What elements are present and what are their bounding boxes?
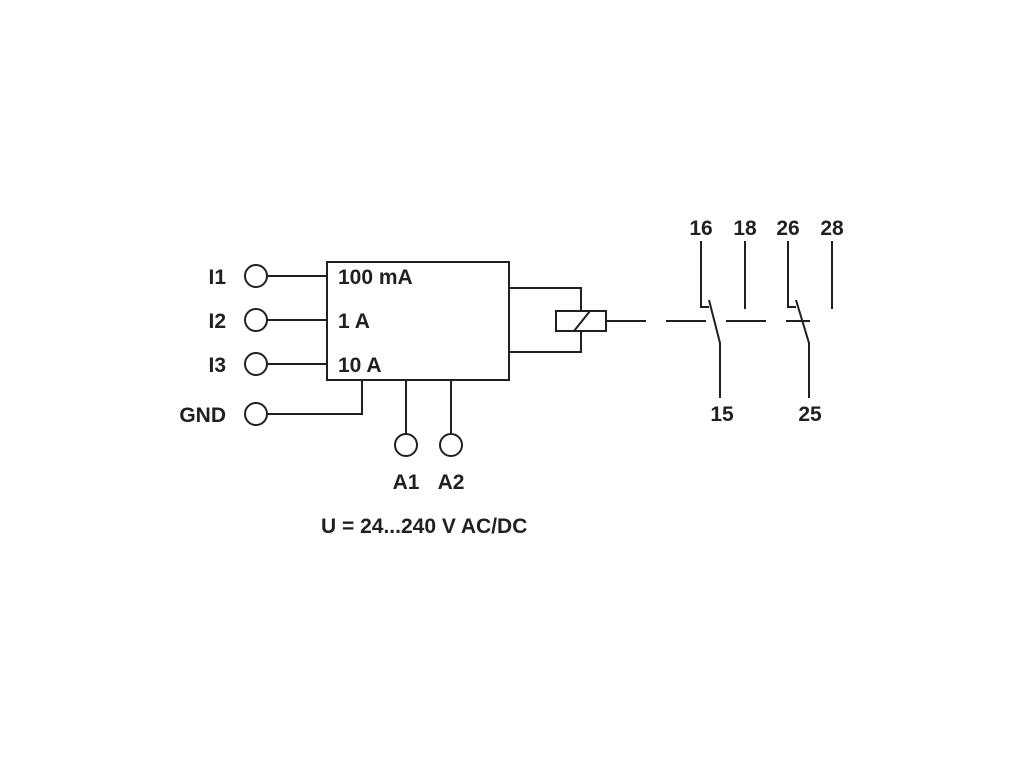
contact-15-wire xyxy=(708,299,721,398)
contact-label-15: 15 xyxy=(710,403,734,426)
relay-coil-slash xyxy=(573,310,591,332)
range-label-1a: 1 A xyxy=(338,310,370,333)
contact-label-26: 26 xyxy=(776,217,799,240)
terminal-i1 xyxy=(244,264,268,288)
input-label-i2: I2 xyxy=(208,310,226,333)
supply-label-a1: A1 xyxy=(393,471,420,494)
range-label-10a: 10 A xyxy=(338,354,382,377)
wire-gnd xyxy=(267,380,363,415)
terminal-i2 xyxy=(244,308,268,332)
input-label-gnd: GND xyxy=(179,404,226,427)
terminal-a1 xyxy=(394,433,418,457)
measuring-module xyxy=(326,261,510,381)
input-label-i3: I3 xyxy=(208,354,226,377)
contact-label-16: 16 xyxy=(689,217,712,240)
supply-label-a2: A2 xyxy=(438,471,465,494)
coil-wire-top xyxy=(509,287,582,311)
contact-16-wire xyxy=(700,241,709,308)
coil-wire-bottom xyxy=(509,331,582,353)
contact-26-wire xyxy=(787,241,796,308)
contact-label-25: 25 xyxy=(798,403,822,426)
terminal-gnd xyxy=(244,402,268,426)
contact-label-28: 28 xyxy=(820,217,844,240)
range-label-100ma: 100 mA xyxy=(338,266,413,289)
terminal-a2 xyxy=(439,433,463,457)
supply-voltage-label: U = 24...240 V AC/DC xyxy=(321,515,527,538)
contact-label-18: 18 xyxy=(733,217,757,240)
input-label-i1: I1 xyxy=(208,266,226,289)
terminal-i3 xyxy=(244,352,268,376)
contact-25-wire xyxy=(795,299,810,398)
